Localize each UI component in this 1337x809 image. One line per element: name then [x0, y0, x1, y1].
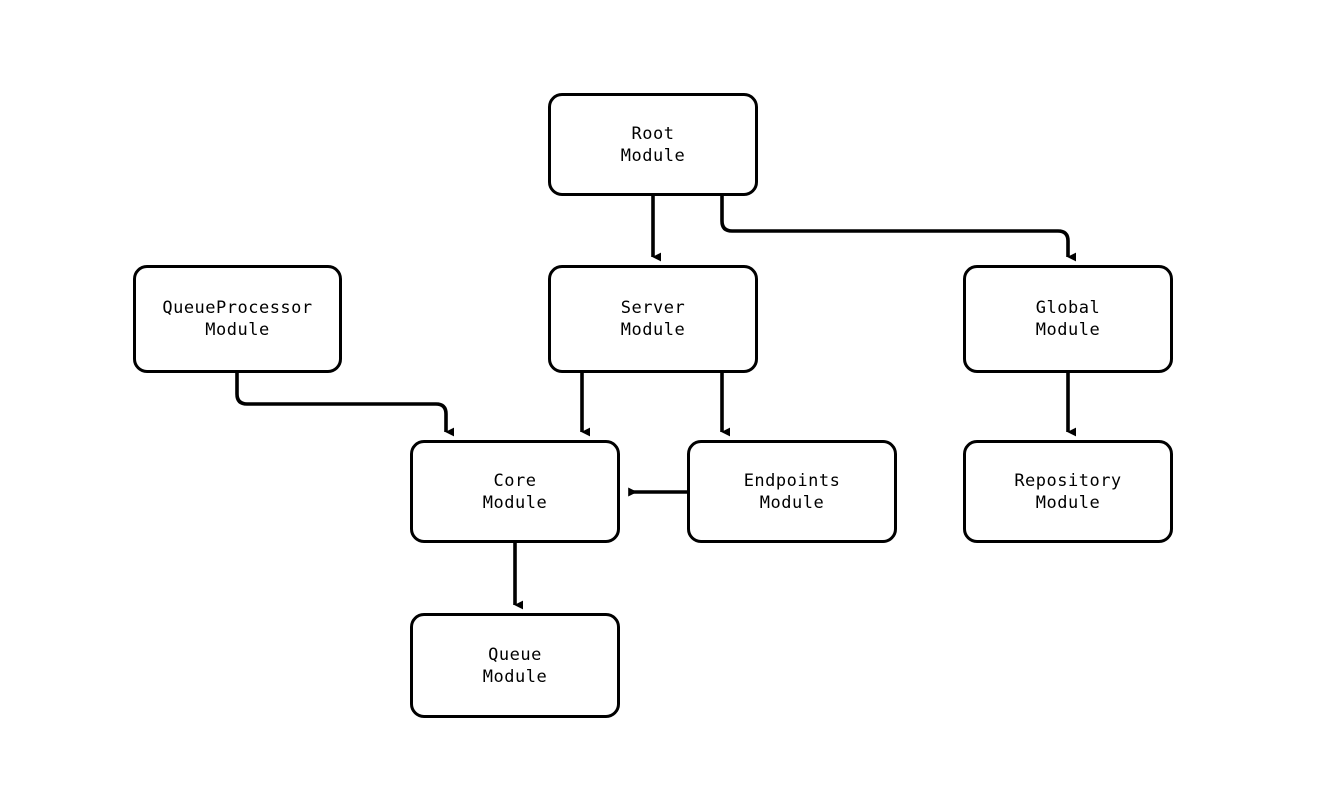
- node-repository-module-label-line1: Repository: [1014, 470, 1122, 491]
- node-endpoints-module-label-line2: Module: [759, 492, 825, 513]
- node-queueprocessor-module-label-line1: QueueProcessor: [162, 298, 313, 318]
- edge-queueprocessor-to-core: [235, 373, 455, 437]
- node-repository-module[interactable]: Repository Module: [963, 440, 1173, 543]
- node-global-module[interactable]: Global Module: [963, 265, 1173, 373]
- node-server-module-label-line1: Server: [620, 298, 686, 318]
- node-server-module-label-line2: Module: [620, 320, 686, 340]
- node-queue-module[interactable]: Queue Module: [410, 613, 620, 718]
- node-server-module[interactable]: Server Module: [548, 265, 758, 373]
- node-global-module-label-line2: Module: [1035, 320, 1101, 340]
- node-endpoints-module-label-line1: Endpoints: [743, 470, 841, 491]
- node-root-module-label-line2: Module: [620, 145, 686, 166]
- node-global-module-label-line1: Global: [1035, 298, 1101, 318]
- node-endpoints-module[interactable]: Endpoints Module: [687, 440, 897, 543]
- node-repository-module-label-line2: Module: [1035, 492, 1101, 513]
- node-core-module-label-line1: Core: [493, 470, 537, 491]
- node-core-module[interactable]: Core Module: [410, 440, 620, 543]
- node-queue-module-label-line1: Queue: [488, 644, 542, 665]
- node-queueprocessor-module-label-line2: Module: [205, 320, 270, 340]
- node-core-module-label-line2: Module: [482, 492, 548, 513]
- node-queueprocessor-module[interactable]: QueueProcessor Module: [133, 265, 342, 373]
- node-root-module-label-line1: Root: [631, 123, 675, 144]
- edge-root-to-global: [720, 196, 1077, 262]
- node-queue-module-label-line2: Module: [482, 666, 548, 687]
- node-root-module[interactable]: Root Module: [548, 93, 758, 196]
